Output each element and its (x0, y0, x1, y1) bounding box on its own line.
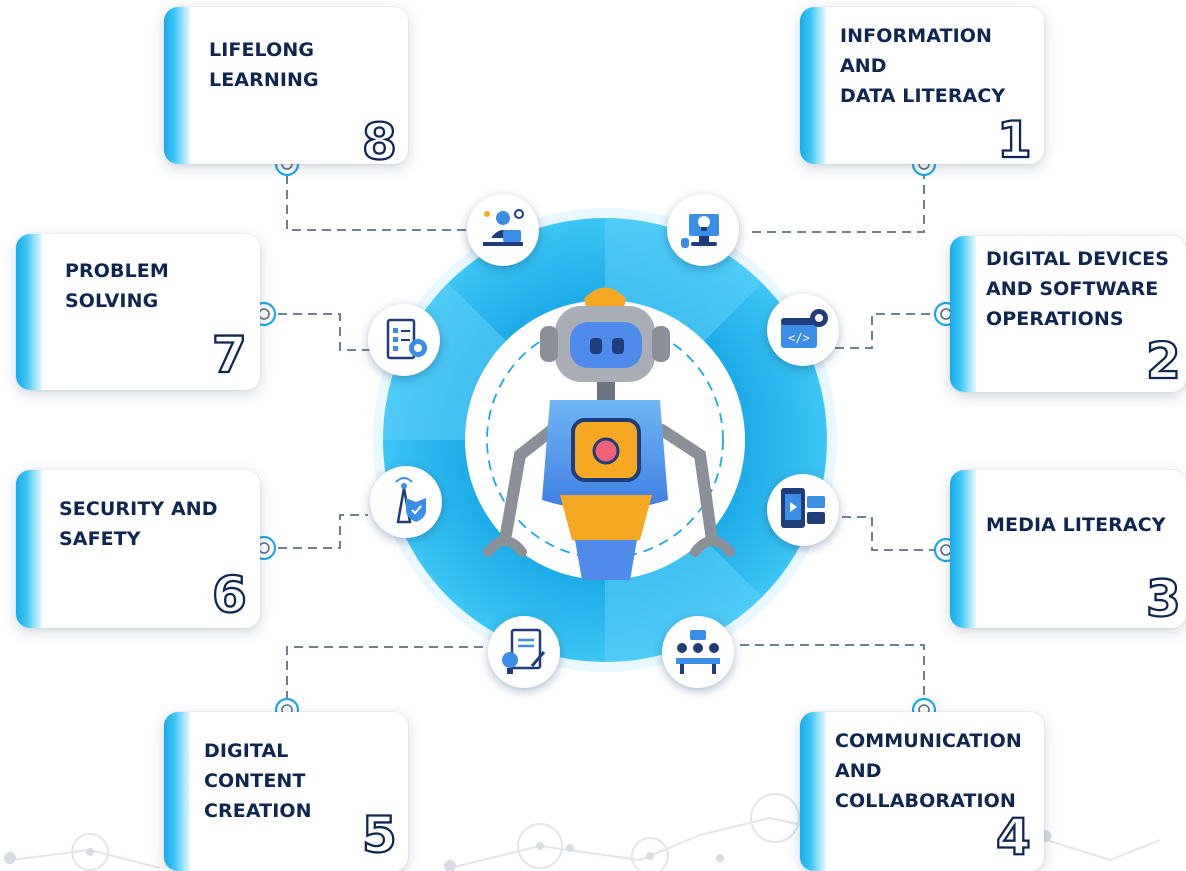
card-number: 6 (211, 566, 248, 624)
card-number: 5 (361, 806, 398, 864)
person-at-laptop-icon (467, 194, 539, 266)
card-media-literacy: MEDIA LITERACY 3 (950, 470, 1186, 628)
card-number: 4 (995, 808, 1032, 866)
card-title: DIGITAL CONTENT CREATION (204, 740, 312, 822)
card-title: PROBLEM SOLVING (65, 260, 169, 312)
antenna-shield-icon (370, 466, 442, 538)
checklist-gear-icon (368, 304, 440, 376)
card-lifelong-learning: LIFELONG LEARNING 8 (164, 7, 408, 164)
card-problem-solving: PROBLEM SOLVING 7 (16, 234, 260, 390)
robot-icon (483, 287, 735, 580)
team-meeting-icon (662, 616, 734, 688)
card-title: LIFELONG LEARNING (209, 39, 319, 91)
media-tablet-icon (767, 474, 839, 546)
card-title: SECURITY AND SAFETY (59, 498, 218, 550)
card-number: 8 (361, 113, 398, 164)
card-title: INFORMATION AND DATA LITERACY (840, 25, 1006, 107)
card-title: MEDIA LITERACY (986, 514, 1166, 536)
card-number: 1 (996, 111, 1033, 164)
card-communication-collaboration: COMMUNICATION AND COLLABORATION 4 (800, 712, 1044, 871)
document-lightbulb-icon (488, 616, 560, 688)
card-digital-content-creation: DIGITAL CONTENT CREATION 5 (164, 712, 408, 871)
computer-lightbulb-icon (667, 194, 739, 266)
card-information-data-literacy: INFORMATION AND DATA LITERACY 1 (800, 7, 1044, 164)
code-window-gear-icon: </> (767, 294, 839, 366)
card-security-safety: SECURITY AND SAFETY 6 (16, 470, 260, 628)
svg-text:</>: </> (788, 331, 810, 345)
card-title: DIGITAL DEVICES AND SOFTWARE OPERATIONS (986, 248, 1170, 330)
card-number: 2 (1145, 332, 1182, 390)
card-digital-devices-software: DIGITAL DEVICES AND SOFTWARE OPERATIONS … (950, 236, 1186, 392)
card-number: 7 (211, 326, 248, 384)
card-title: COMMUNICATION AND COLLABORATION (835, 730, 1022, 812)
card-number: 3 (1145, 570, 1182, 628)
